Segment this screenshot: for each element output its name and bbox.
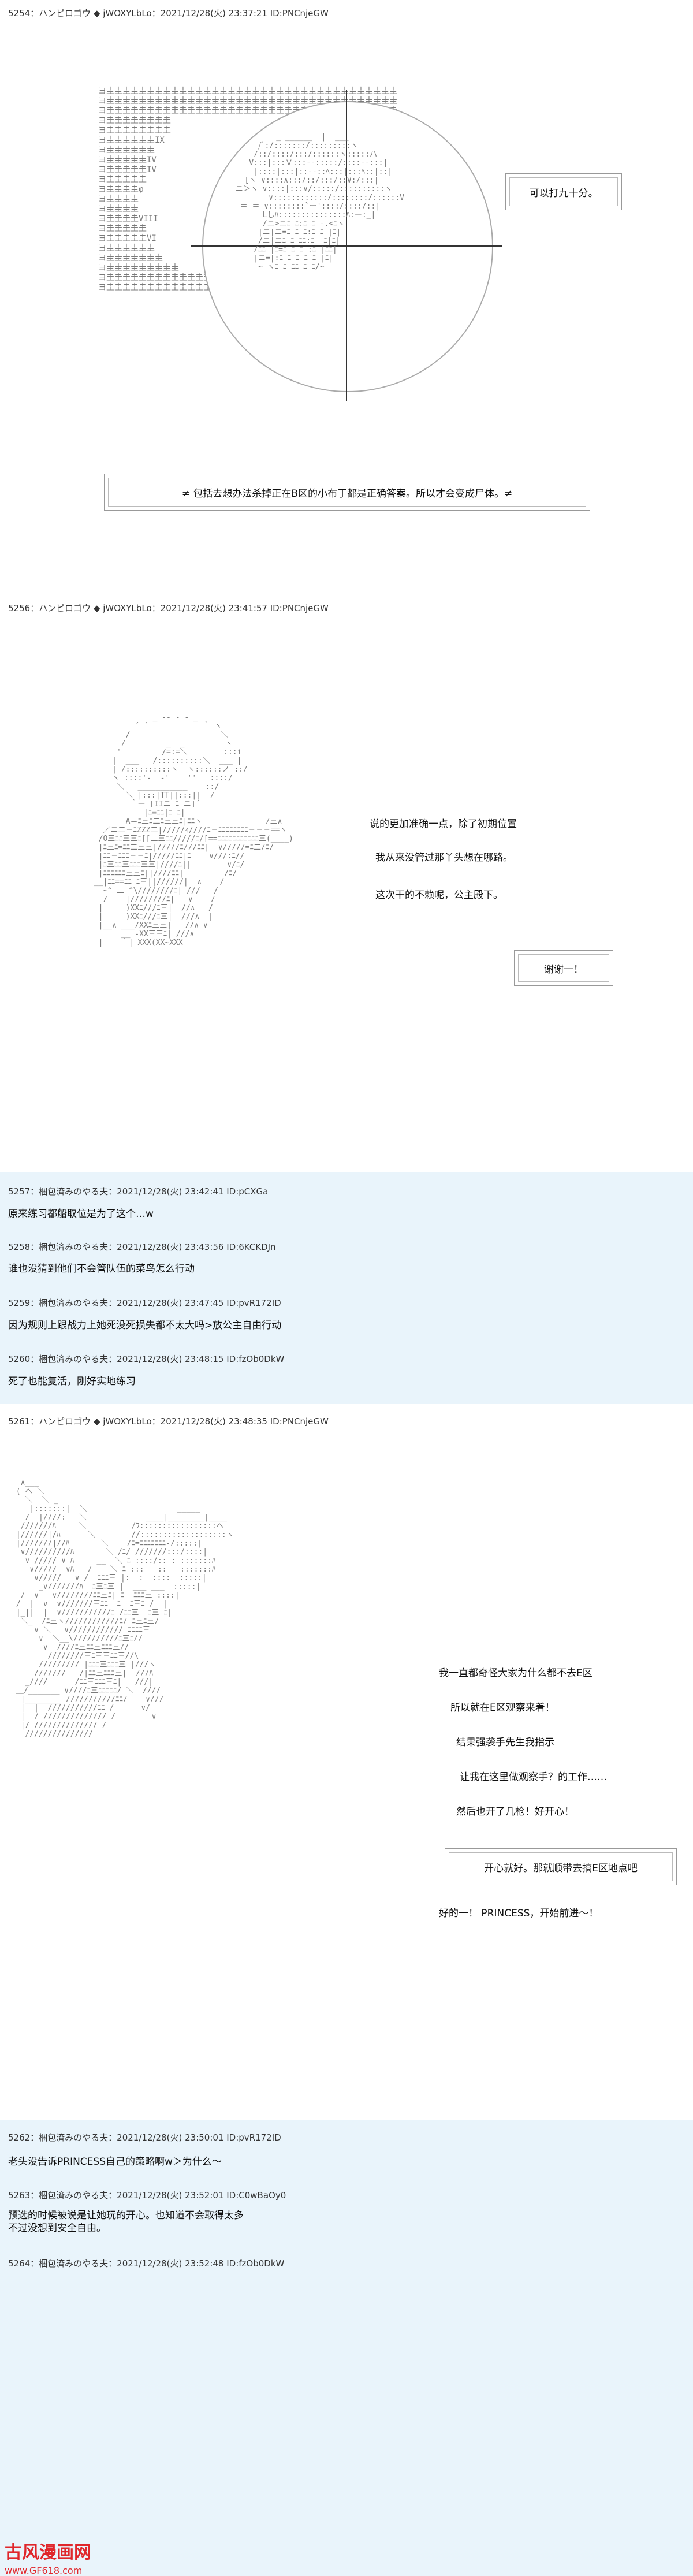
post-header: 5258：梱包済みのやる夫：2021/12/28(火) 23:43:56 ID:… <box>8 1242 276 1252</box>
ascii-art-figure: _ ______ | ___ /ﾞ:/:::::::/:::::::::ヽ /:… <box>235 133 404 271</box>
speech-bubble: 谢谢一！ <box>514 950 613 986</box>
watermark-url: www.GF618.com <box>5 2565 83 2576</box>
caption-box: ≠ 包括去想办法杀掉正在B区的小布丁都是正确答案。所以才会变成尸体。≠ <box>104 474 590 511</box>
dialogue-line: 好的一！ PRINCESS，开始前进～！ <box>439 1908 599 1919</box>
post-body: 老头没告诉PRINCESS自己的策略啊w＞为什么～ <box>8 2156 222 2168</box>
dialogue-line: 所以就在E区观察来着！ <box>450 1702 555 1714</box>
post-5254: 5254：ハンピロゴウ ◆ jWOXYLbLo：2021/12/28(火) 23… <box>0 0 693 589</box>
scope-crosshair-v <box>346 90 347 401</box>
post-body: 因为规则上跟战力上她死没死损失都不太大吗>放公主自由行动 <box>8 1320 282 1331</box>
post-body: 原来练习都船取位是为了这个…w <box>8 1208 154 1220</box>
post-5261: 5261：ハンピロゴウ ◆ jWOXYLbLo：2021/12/28(火) 23… <box>0 1404 693 2120</box>
post-5256: 5256：ハンピロゴウ ◆ jWOXYLbLo：2021/12/28(火) 23… <box>0 589 693 1172</box>
reply-block: 5257：梱包済みのやる夫：2021/12/28(火) 23:42:41 ID:… <box>0 1172 693 1404</box>
post-header: 5257：梱包済みのやる夫：2021/12/28(火) 23:42:41 ID:… <box>8 1186 269 1197</box>
post-header: 5264：梱包済みのやる夫：2021/12/28(火) 23:52:48 ID:… <box>8 2258 285 2269</box>
post-body: 预选的时候被说是让她玩的开心。也知道不会取得太多 不过没想到安全自由。 <box>8 2210 244 2234</box>
dialogue-line: 结果强袭手先生我指示 <box>456 1737 554 1748</box>
dialogue-line: 让我在这里做观察手？的工作…… <box>460 1771 607 1783</box>
speech-bubble: 开心就好。那就顺带去搞E区地点吧 <box>445 1848 677 1885</box>
post-header: 5261：ハンピロゴウ ◆ jWOXYLbLo：2021/12/28(火) 23… <box>8 1416 329 1427</box>
post-header: 5263：梱包済みのやる夫：2021/12/28(火) 23:52:01 ID:… <box>8 2190 286 2201</box>
watermark-logo: 古风漫画网 <box>5 2543 91 2563</box>
dialogue-line: 说的更加准确一点，除了初期位置 <box>370 818 517 830</box>
dialogue-line: 这次干的不赖呢，公主殿下。 <box>375 889 503 901</box>
post-header: 5259：梱包済みのやる夫：2021/12/28(火) 23:47:45 ID:… <box>8 1298 281 1308</box>
post-header: 5256：ハンピロゴウ ◆ jWOXYLbLo：2021/12/28(火) 23… <box>8 603 329 613</box>
post-header: 5260：梱包済みのやる夫：2021/12/28(火) 23:48:15 ID:… <box>8 1354 285 1364</box>
dialogue-line: 然后也开了几枪！好开心！ <box>456 1806 574 1818</box>
post-body: 死了也能复活，刚好实地练习 <box>8 1376 136 1387</box>
scope-ring <box>202 101 493 392</box>
dialogue-line: 我一直都奇怪大家为什么都不去E区 <box>439 1667 593 1679</box>
speech-bubble: 可以打九十分。 <box>505 173 622 210</box>
post-body: 谁也没猜到他们不会管队伍的菜鸟怎么行动 <box>8 1263 195 1275</box>
dialogue-line: 我从来没管过那丫头想在哪路。 <box>375 852 513 863</box>
post-header: 5254：ハンピロゴウ ◆ jWOXYLbLo：2021/12/28(火) 23… <box>8 8 329 18</box>
reply-block: 5262：梱包済みのやる夫：2021/12/28(火) 23:50:01 ID:… <box>0 2120 693 2576</box>
post-header: 5262：梱包済みのやる夫：2021/12/28(火) 23:50:01 ID:… <box>8 2132 281 2143</box>
ascii-art-character: _ -‐ ‐ - _ ´ ´ ｀ ヽ / ＼ / _ _ ヽ ' /=:=＼ :… <box>94 713 293 947</box>
ascii-art-character: ∧___ ( へ ＼ ＼ ＼ _ |:::::::| ＼ _____ / |//… <box>16 1479 234 1739</box>
